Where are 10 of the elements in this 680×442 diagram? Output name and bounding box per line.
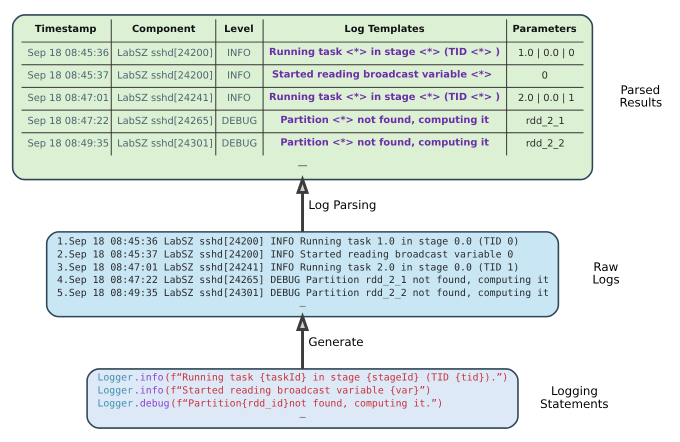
node-label: Raw Logs (592, 259, 620, 286)
arrow (296, 312, 310, 368)
node-box: Logger.info(f“Running task {taskId} in stage {stageId} (TID {tid}).”) Logger.info(f“Started reading broadcast variable {var}”) Logger.debug(f“Partition{rdd_id}not found, computing it.”) — (86, 368, 519, 428)
node-box: 1.Sep 18 08:45:36 LabSZ sshd[24200] INFO Running task 1.0 in stage 0.0 (TID 0) 2.Sep 18 08:45:37 LabSZ sshd[24200] INFO Started reading broadcast variable 0 3.Sep 18 08:47:01 LabSZ sshd[24241] INFO Running task 2.0 in stage 0.0 (TID 1) 4.Sep 18 08:47:22 LabSZ sshd[24265] DEBUG Partition rdd_2_1 not found, computing it 5.Sep 18 08:49:35 LabSZ sshd[24301] DEBUG Partition rdd_2_2 not found, computing it — (46, 230, 560, 317)
node-box: Timestamp Component Level Log Templates Parameters Sep 18 08:45:36 LabSZ sshd[24200] INFO Running task <*> in stage <*> (TID <*> ) 1.0 | 0.0 | 0 Sep 18 08:45:37 LabSZ sshd[24200] INFO Started reading broadcast variable <*> 0 Sep 18 08:47:01 LabSZ sshd[24241] INFO Running task <*> in stage <*> (TID <*> ) 2.0 | 0.0 | 1 Sep 18 08:47:22 LabSZ sshd[24265] DEBUG Partition <*> not found, computing it rdd_2_1 Sep 18 08:49:35 LabSZ sshd[24301] DEBUG Partition <*> not found, computing it rdd_2_2 — (12, 14, 594, 180)
node-label: Parsed Results (620, 82, 662, 110)
edge-label: Generate (308, 334, 364, 348)
arrow (296, 174, 310, 232)
edge-label: Log Parsing (308, 197, 376, 212)
node-label: Logging Statements (540, 384, 609, 410)
